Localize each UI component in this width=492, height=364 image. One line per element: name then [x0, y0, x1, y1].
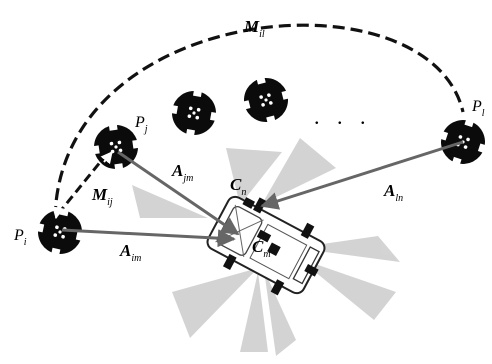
arc-m-il	[53, 23, 465, 219]
label-c-m: Cm	[252, 237, 271, 260]
label-p-j: Pj	[134, 114, 148, 135]
arrowhead-m-ij	[100, 151, 113, 165]
label-a-jm: Ajm	[171, 161, 193, 184]
label-m-ij: Mij	[91, 185, 113, 208]
label-p-l: Pl	[471, 98, 485, 119]
label-a-im: Aim	[119, 241, 141, 264]
label-p-i: Pi	[13, 227, 27, 248]
beacon-2	[167, 86, 221, 140]
vector-a-jm	[117, 150, 240, 236]
arrowhead-m-il	[52, 206, 65, 220]
vector-a-ln	[260, 140, 464, 210]
beacon-3	[238, 72, 294, 128]
ellipsis: . . .	[314, 104, 372, 129]
vector-a-im	[61, 228, 236, 248]
label-m-il: Mil	[243, 17, 265, 40]
label-a-ln: Aln	[383, 181, 403, 204]
label-c-n: Cn	[230, 175, 246, 198]
sensor-fov-cones	[132, 138, 400, 356]
